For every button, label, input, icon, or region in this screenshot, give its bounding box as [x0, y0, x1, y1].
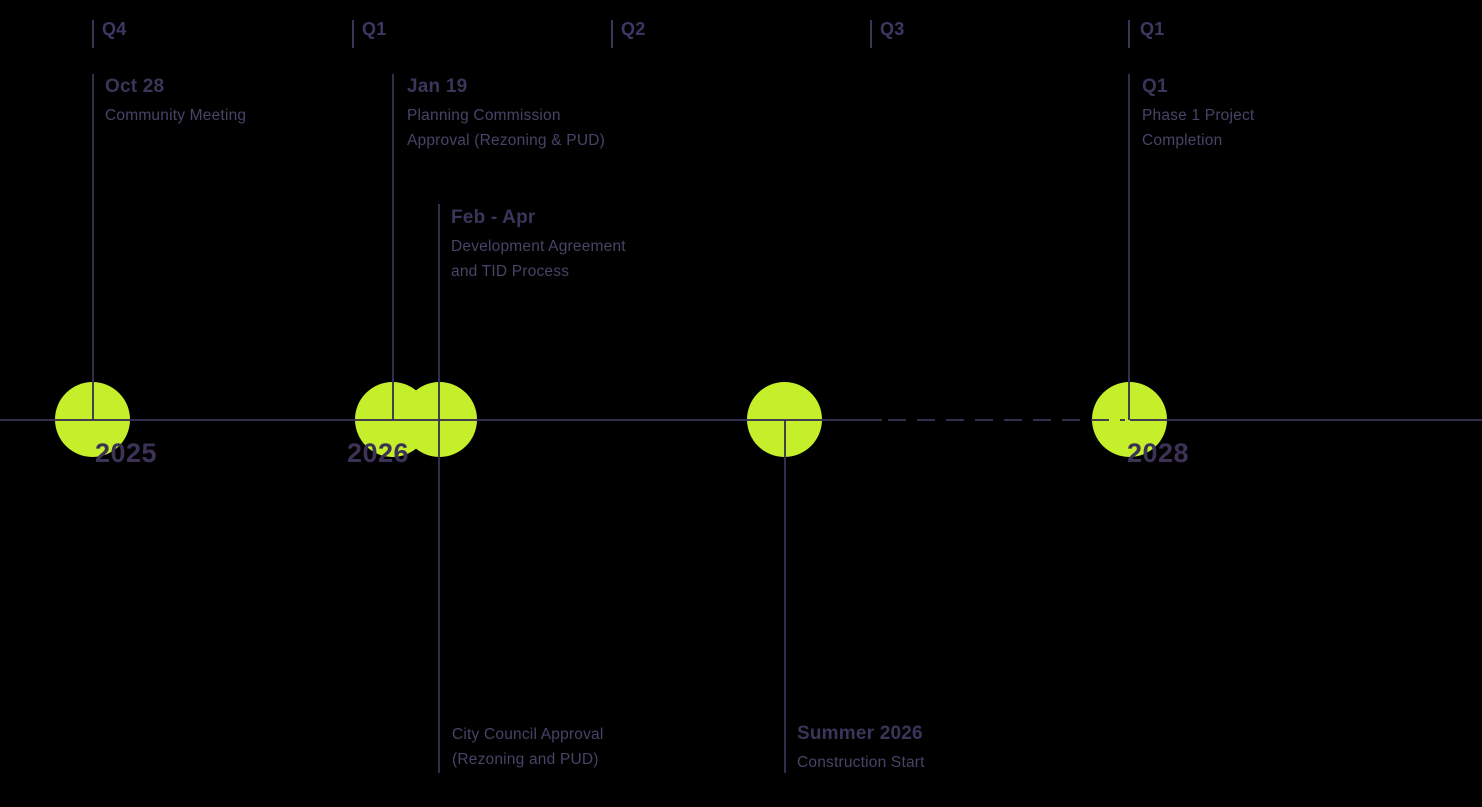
quarter-label-q1-2028: Q1: [1140, 19, 1165, 39]
quarter-label-q2: Q2: [621, 19, 646, 39]
year-label-2028: 2028: [1127, 438, 1190, 468]
connector-planning-commission: [392, 74, 394, 420]
connector-community-meeting: [92, 74, 94, 420]
connector-development-agreement-city-council: [438, 204, 440, 773]
event-construction-start: Summer 2026 Construction Start: [797, 722, 925, 776]
event-description: City Council Approval: [452, 726, 604, 743]
event-title: Q1: [1142, 76, 1168, 97]
event-description: Completion: [1142, 131, 1223, 149]
connector-phase1-completion: [1128, 74, 1130, 420]
quarter-label-q1-2026: Q1: [362, 19, 387, 39]
event-description: Planning Commission: [407, 107, 561, 124]
event-description: and TID Process: [451, 262, 570, 280]
quarter-label-q4: Q4: [102, 19, 127, 39]
event-description: Phase 1 Project: [1142, 107, 1255, 124]
quarter-tick-q3: [870, 20, 872, 48]
timeline-axis-solid-left: [0, 419, 882, 421]
event-title: Jan 19: [407, 76, 468, 97]
event-description: Construction Start: [797, 754, 925, 771]
event-description: Development Agreement: [451, 238, 626, 255]
event-community-meeting: Oct 28 Community Meeting: [105, 75, 246, 129]
quarter-tick-q2: [611, 20, 613, 48]
timeline-axis-solid-right: [1130, 419, 1482, 421]
year-label-2025: 2025: [95, 438, 158, 468]
year-label-2026: 2026: [347, 438, 410, 468]
connector-construction-start: [784, 420, 786, 773]
event-planning-commission: Jan 19 Planning Commission Approval (Rez…: [407, 75, 605, 153]
quarter-label-q3: Q3: [880, 19, 905, 39]
event-phase1-completion: Q1 Phase 1 Project Completion: [1142, 75, 1254, 153]
timeline-axis-dashed: [888, 419, 1125, 421]
quarter-tick-q1-2028: [1128, 20, 1130, 48]
event-description: (Rezoning and PUD): [452, 750, 599, 768]
event-description: Community Meeting: [105, 107, 247, 124]
event-development-agreement: Feb - Apr Development Agreement and TID …: [451, 206, 626, 284]
quarter-tick-q4: [92, 20, 94, 48]
event-title: Feb - Apr: [451, 207, 536, 228]
event-city-council-approval: City Council Approval (Rezoning and PUD): [452, 723, 604, 772]
event-description: Approval (Rezoning & PUD): [407, 131, 605, 149]
quarter-tick-q1-2026: [352, 20, 354, 48]
event-title: Summer 2026: [797, 723, 923, 744]
event-title: Oct 28: [105, 76, 165, 97]
